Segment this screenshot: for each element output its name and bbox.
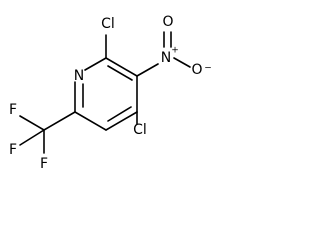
bond-cf3-f-left: [19, 115, 45, 131]
nitro-oxygen-top-label: O: [162, 14, 173, 30]
bond-c4-c5: [105, 111, 138, 131]
bond-c5-c6: [74, 111, 107, 131]
bond-cf3-f-bottom-left: [19, 129, 45, 146]
bond-c4-c5-double: [107, 106, 132, 122]
nitro-nitrogen-charge: +: [171, 46, 179, 56]
nitro-oxygen-charge: −: [204, 64, 212, 74]
chemical-structure-diagram: N Cl N + O O − Cl F F F: [9, 14, 212, 172]
nitro-nitrogen-label: N: [161, 50, 171, 66]
chlorine-upper-label: Cl: [101, 16, 115, 32]
fluorine-bottom-label: F: [40, 156, 48, 172]
nitro-oxygen-right-label: O: [191, 62, 202, 78]
fluorine-bottom-left-label: F: [9, 142, 17, 158]
bond-n1-c2: [84, 57, 107, 71]
bond-c2-c3-double: [107, 65, 133, 81]
bond-c6-cf3: [43, 111, 76, 131]
ring-nitrogen-label: N: [74, 68, 84, 84]
bond-nitro-n-o-right: [173, 57, 191, 68]
fluorine-left-label: F: [9, 102, 17, 118]
chlorine-lower-label: Cl: [133, 122, 147, 138]
bond-c2-c3: [105, 57, 138, 77]
bond-c3-nitro-n: [136, 63, 159, 77]
